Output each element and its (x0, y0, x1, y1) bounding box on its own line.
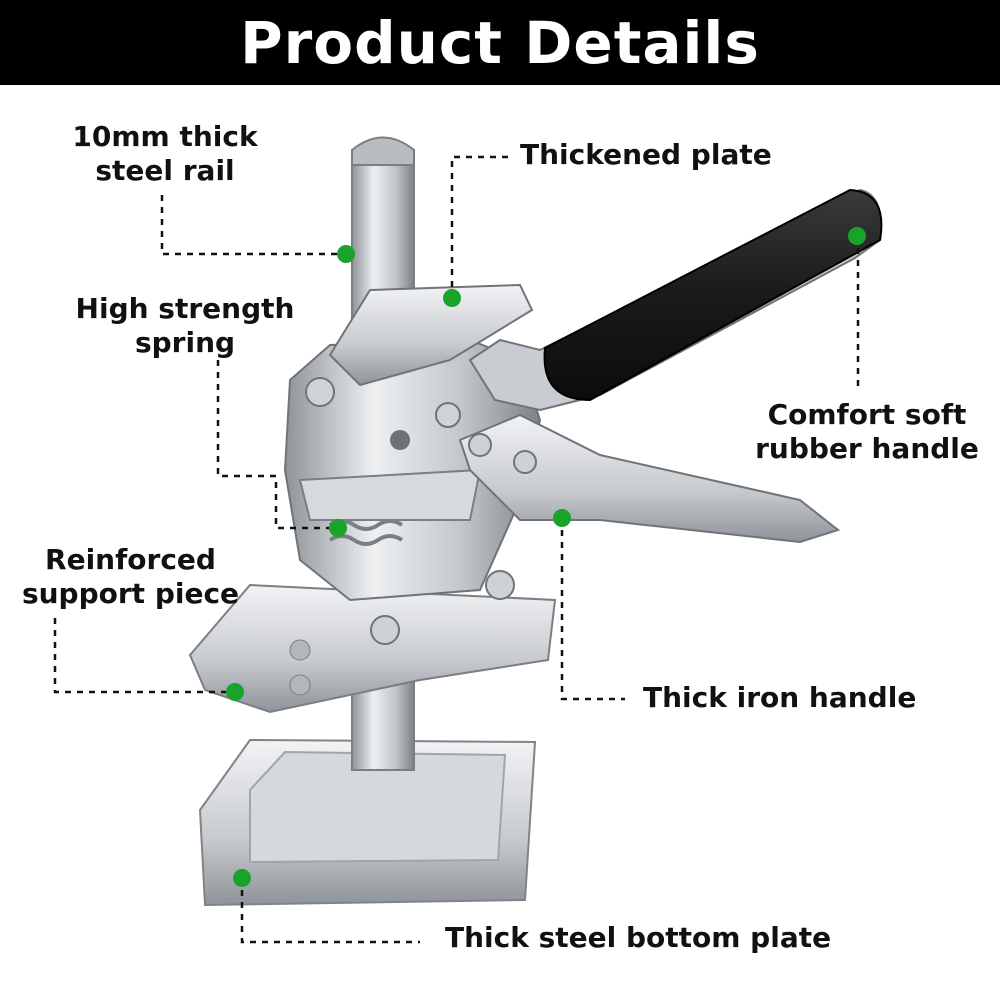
leader-iron-handle (560, 518, 625, 701)
label-rubber-handle: Comfort soft rubber handle (755, 398, 979, 465)
label-support: Reinforced support piece (21, 543, 240, 610)
title-banner: Product Details (0, 0, 1000, 85)
markers (226, 227, 866, 887)
label-plate: Thickened plate (520, 138, 772, 171)
marker-bottom-plate (233, 869, 251, 887)
leader-rail (160, 195, 346, 256)
support-piece (188, 570, 557, 714)
marker-rubber-handle (848, 227, 866, 245)
page-title: Product Details (240, 8, 760, 77)
marker-rail (337, 245, 355, 263)
leader-plate (450, 155, 508, 298)
label-iron-handle: Thick iron handle (643, 681, 917, 714)
leader-spring (216, 360, 338, 530)
leader-lines (53, 155, 860, 944)
marker-support (226, 683, 244, 701)
mechanism-body (283, 283, 542, 602)
rubber-handle (468, 188, 883, 412)
leader-support (53, 618, 235, 694)
label-spring: High strength spring (75, 292, 295, 359)
marker-spring (329, 519, 347, 537)
iron-handle (458, 413, 841, 544)
label-bottom-plate: Thick steel bottom plate (445, 921, 832, 954)
label-rail: 10mm thick steel rail (72, 120, 258, 187)
bottom-plate (198, 738, 537, 907)
marker-plate (443, 289, 461, 307)
leader-bottom-plate (240, 878, 420, 944)
marker-iron-handle (553, 509, 571, 527)
